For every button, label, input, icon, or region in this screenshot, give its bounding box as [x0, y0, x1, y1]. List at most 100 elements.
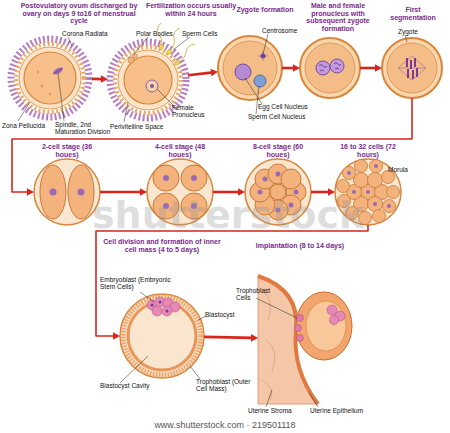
- arrow-head: [140, 188, 147, 196]
- stage-cell: Zygote formation: [218, 36, 282, 100]
- arrow-head: [238, 188, 245, 196]
- part-label: Corona Radiata: [62, 30, 112, 37]
- part-label: Trophoblast Cells: [236, 287, 272, 301]
- segmentation-illustration: [407, 69, 409, 78]
- ovum-illustration: [11, 39, 89, 117]
- ovum-illustration: [19, 47, 81, 109]
- zygote-illustration: [223, 41, 277, 95]
- implantation-illustration: [297, 315, 304, 322]
- stage-cell: Cell division and formation of inner cel…: [120, 294, 204, 378]
- part-label: Female Pronucleus: [172, 104, 216, 118]
- four-cell-illustration: [163, 175, 169, 181]
- blastocyst-illustration: [128, 302, 196, 370]
- fertilization-illustration: [173, 60, 180, 66]
- arrow-head: [251, 334, 258, 342]
- watermark-url: www.shutterstock.com · 219501118: [0, 421, 450, 431]
- ovum-illustration: [41, 85, 44, 88]
- part-label: Blastocyst Cavity: [100, 382, 160, 389]
- arrow-line: [188, 72, 213, 75]
- stage-cell: First segmentation: [382, 38, 442, 98]
- arrow-head: [375, 64, 382, 72]
- part-label: Spindle, 2nd Maturation Division: [55, 121, 115, 135]
- fertilization-illustration: [146, 80, 158, 92]
- part-label: Sperm Cells: [182, 30, 222, 37]
- eight-cell-illustration: [263, 177, 268, 182]
- stage-arrow: [282, 64, 300, 72]
- leader-line: [58, 73, 64, 121]
- segmentation-illustration: [410, 60, 412, 69]
- morula-illustration: [366, 190, 370, 194]
- eight-cell-illustration: [276, 172, 281, 177]
- morula-illustration: [352, 190, 356, 194]
- arrow-line: [360, 67, 377, 70]
- leader-line: [190, 366, 200, 379]
- part-label: Egg Cell Nucleus: [258, 103, 318, 110]
- morula-illustration: [387, 186, 400, 199]
- arrow-line: [311, 191, 330, 194]
- leader-line: [120, 292, 206, 383]
- pronuclei-illustration: [316, 61, 330, 75]
- blastocyst-illustration: [151, 304, 154, 307]
- arrow-line: [282, 67, 295, 70]
- ovum-illustration: [24, 52, 76, 104]
- leader-line: [256, 298, 318, 407]
- eight-cell-illustration: [281, 169, 301, 189]
- leader-line: [134, 37, 148, 54]
- leader-line: [68, 37, 72, 46]
- part-label: Uterine Epithelium: [310, 407, 380, 414]
- part-label: Perivitelline Space: [110, 123, 180, 130]
- segmentation-illustration: [398, 56, 426, 80]
- part-label: Uterine Stroma: [248, 407, 304, 414]
- two-cell-illustration: [68, 165, 94, 219]
- ovum-illustration: [16, 44, 84, 112]
- leader-line: [198, 316, 206, 320]
- pronuclei-illustration: [300, 38, 360, 98]
- fertilization-illustration: [178, 44, 195, 62]
- part-label: Zygote: [398, 28, 428, 35]
- stage-heading: First segmentation: [382, 6, 444, 21]
- morula-illustration: [347, 171, 351, 175]
- two-cell-illustration: [34, 159, 100, 225]
- implantation-illustration: [296, 292, 352, 360]
- segmentation-illustration: [382, 38, 442, 98]
- arrow-line: [12, 98, 412, 192]
- fertilization-illustration: [118, 50, 178, 110]
- implantation-illustration: [306, 301, 346, 351]
- ovum-illustration: [11, 39, 89, 117]
- blastocyst-illustration: [152, 306, 162, 316]
- zygote-illustration: [235, 64, 251, 80]
- stage-heading: 16 to 32 cells (72 hours): [333, 143, 403, 158]
- morula-illustration: [354, 173, 369, 188]
- leader-line: [263, 34, 268, 54]
- pronuclei-illustration: [330, 59, 344, 73]
- part-label: Trophoblast (Outer Cell Mass): [196, 378, 254, 392]
- morula-illustration: [383, 200, 396, 213]
- pronuclei-illustration: [319, 63, 341, 72]
- blastocyst-illustration: [123, 297, 201, 375]
- ovum-illustration: [49, 93, 52, 96]
- segmentation-illustration: [406, 58, 408, 67]
- arrow-line: [213, 191, 240, 194]
- blastocyst-illustration: [120, 294, 204, 378]
- blastocyst-illustration: [162, 306, 172, 316]
- leader-line: [245, 34, 268, 114]
- eight-cell-illustration: [258, 190, 263, 195]
- fertilization-illustration: [158, 43, 164, 50]
- morula-illustration: [374, 164, 378, 168]
- eight-cell-illustration: [294, 190, 299, 195]
- stage-cell: Implantation (8 to 14 days): [258, 274, 358, 404]
- part-label: Blastocyst: [205, 311, 245, 318]
- stage-cell: 2-cell stage (36 houes): [34, 159, 100, 225]
- arrow-line: [96, 225, 368, 336]
- part-label: Embryoblast (Embryonic Stem Cells): [100, 276, 180, 290]
- morula-illustration: [373, 210, 386, 223]
- implantation-illustration: [295, 325, 302, 332]
- leader-line: [140, 292, 154, 302]
- stage-arrow: [12, 98, 412, 196]
- stage-heading: 2-cell stage (36 houes): [32, 143, 102, 158]
- stage-heading: Postovulatory ovum discharged by ovary o…: [18, 2, 140, 25]
- two-cell-illustration: [34, 159, 100, 225]
